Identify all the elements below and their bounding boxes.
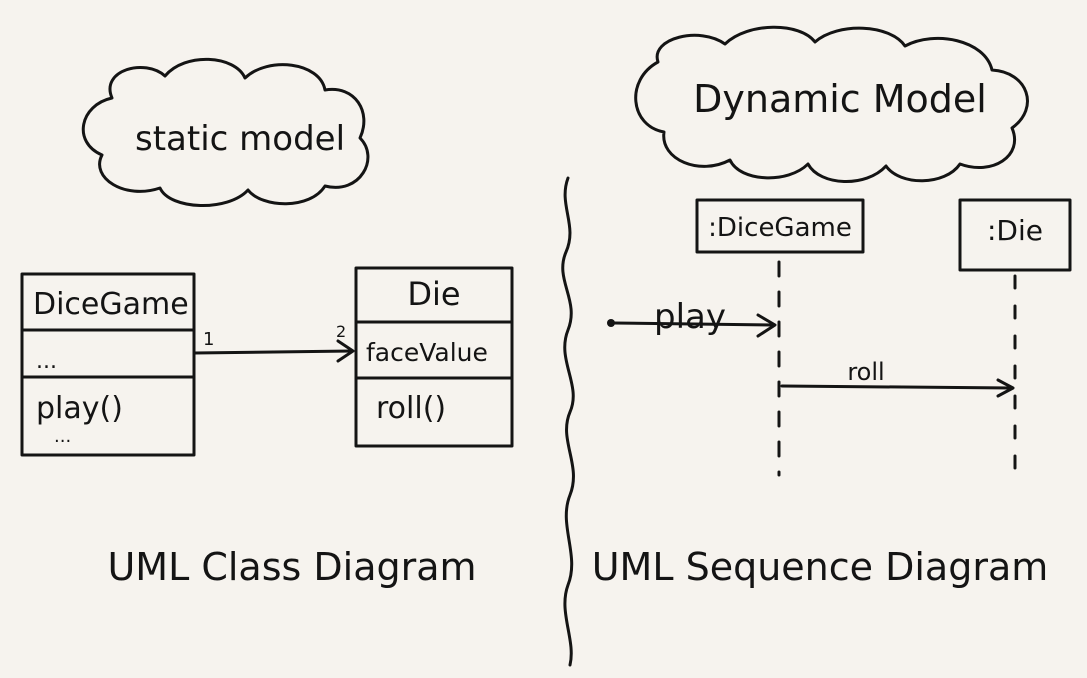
- lifeline-die: :Die: [958, 198, 1072, 480]
- divider-wavy-line: [561, 176, 575, 667]
- sequence-diagram-caption: UML Sequence Diagram: [592, 545, 1049, 589]
- association-source-multiplicity: 1: [203, 329, 214, 350]
- class-diagram-caption: UML Class Diagram: [107, 545, 476, 589]
- static-model-cloud: static model: [81, 57, 370, 207]
- message-play-label: play: [654, 297, 726, 337]
- class-dicegame-more: ...: [54, 426, 71, 447]
- class-dicegame: DiceGame ... play() ...: [20, 272, 196, 457]
- class-dicegame-name: DiceGame: [33, 287, 189, 322]
- lifeline-dicegame-label: :DiceGame: [708, 213, 852, 243]
- static-model-label: static model: [135, 119, 345, 159]
- dynamic-model-label: Dynamic Model: [693, 77, 987, 121]
- class-die-attribute: faceValue: [366, 338, 488, 367]
- dynamic-model-cloud: Dynamic Model: [634, 25, 1029, 183]
- class-dicegame-operation: play(): [36, 391, 123, 426]
- message-play: play: [607, 297, 777, 338]
- message-roll: roll: [780, 358, 1015, 398]
- association-target-multiplicity: 2: [336, 322, 346, 341]
- class-dicegame-attributes: ...: [36, 349, 57, 374]
- class-die-name: Die: [407, 275, 460, 313]
- lifeline-dicegame: :DiceGame: [695, 198, 865, 477]
- association-arrow: 1 2: [193, 322, 355, 363]
- class-die-operation: roll(): [376, 391, 446, 426]
- message-roll-label: roll: [847, 358, 884, 386]
- class-die: Die faceValue roll(): [354, 266, 514, 448]
- lifeline-die-label: :Die: [987, 214, 1043, 247]
